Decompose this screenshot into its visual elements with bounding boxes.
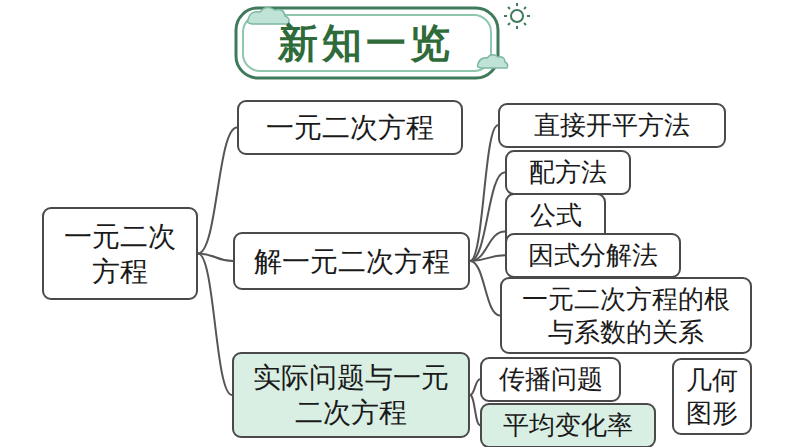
topic-box: 解一元二次方程 [233,232,470,290]
topic-box: 平均变化率 [480,403,656,447]
title-text: 新知一览 [250,12,482,74]
sun [504,3,530,29]
node-label: 平均变化率 [503,409,633,442]
topic-box: 一元二次方程的根与系数的关系 [500,277,752,354]
node-label: 直接开平方法 [534,109,690,142]
node-label: 实际问题与一元二次方程 [244,360,458,430]
node-label: 解一元二次方程 [254,244,450,279]
node-label: 因式分解法 [528,239,658,272]
branch-connector [198,128,237,254]
branch-connector [470,232,505,262]
root-box: 一元二次方程 [42,207,198,300]
branch-connector [198,254,232,396]
topic-box: 实际问题与一元二次方程 [232,352,470,438]
branch-connector [470,255,505,261]
branch-connector [470,261,500,316]
topic-box: 直接开平方法 [498,103,726,148]
topic-box: 配方法 [505,150,631,195]
branch-connector [470,172,505,261]
node-label: 配方法 [529,156,607,189]
topic-box: 几何图形 [672,358,752,435]
topic-box: 因式分解法 [505,233,681,278]
node-label: 几何图形 [684,364,740,429]
node-label: 一元二次方程 [54,219,186,289]
topic-box: 一元二次方程 [237,100,463,155]
node-label: 传播问题 [499,363,603,396]
banner-frame [236,8,498,78]
branch-connector [470,395,480,425]
topic-box: 传播问题 [480,357,621,402]
branch-connector [470,125,498,261]
branch-connector [470,379,480,395]
node-label: 一元二次方程的根与系数的关系 [512,283,740,348]
node-label: 一元二次方程 [266,110,434,145]
